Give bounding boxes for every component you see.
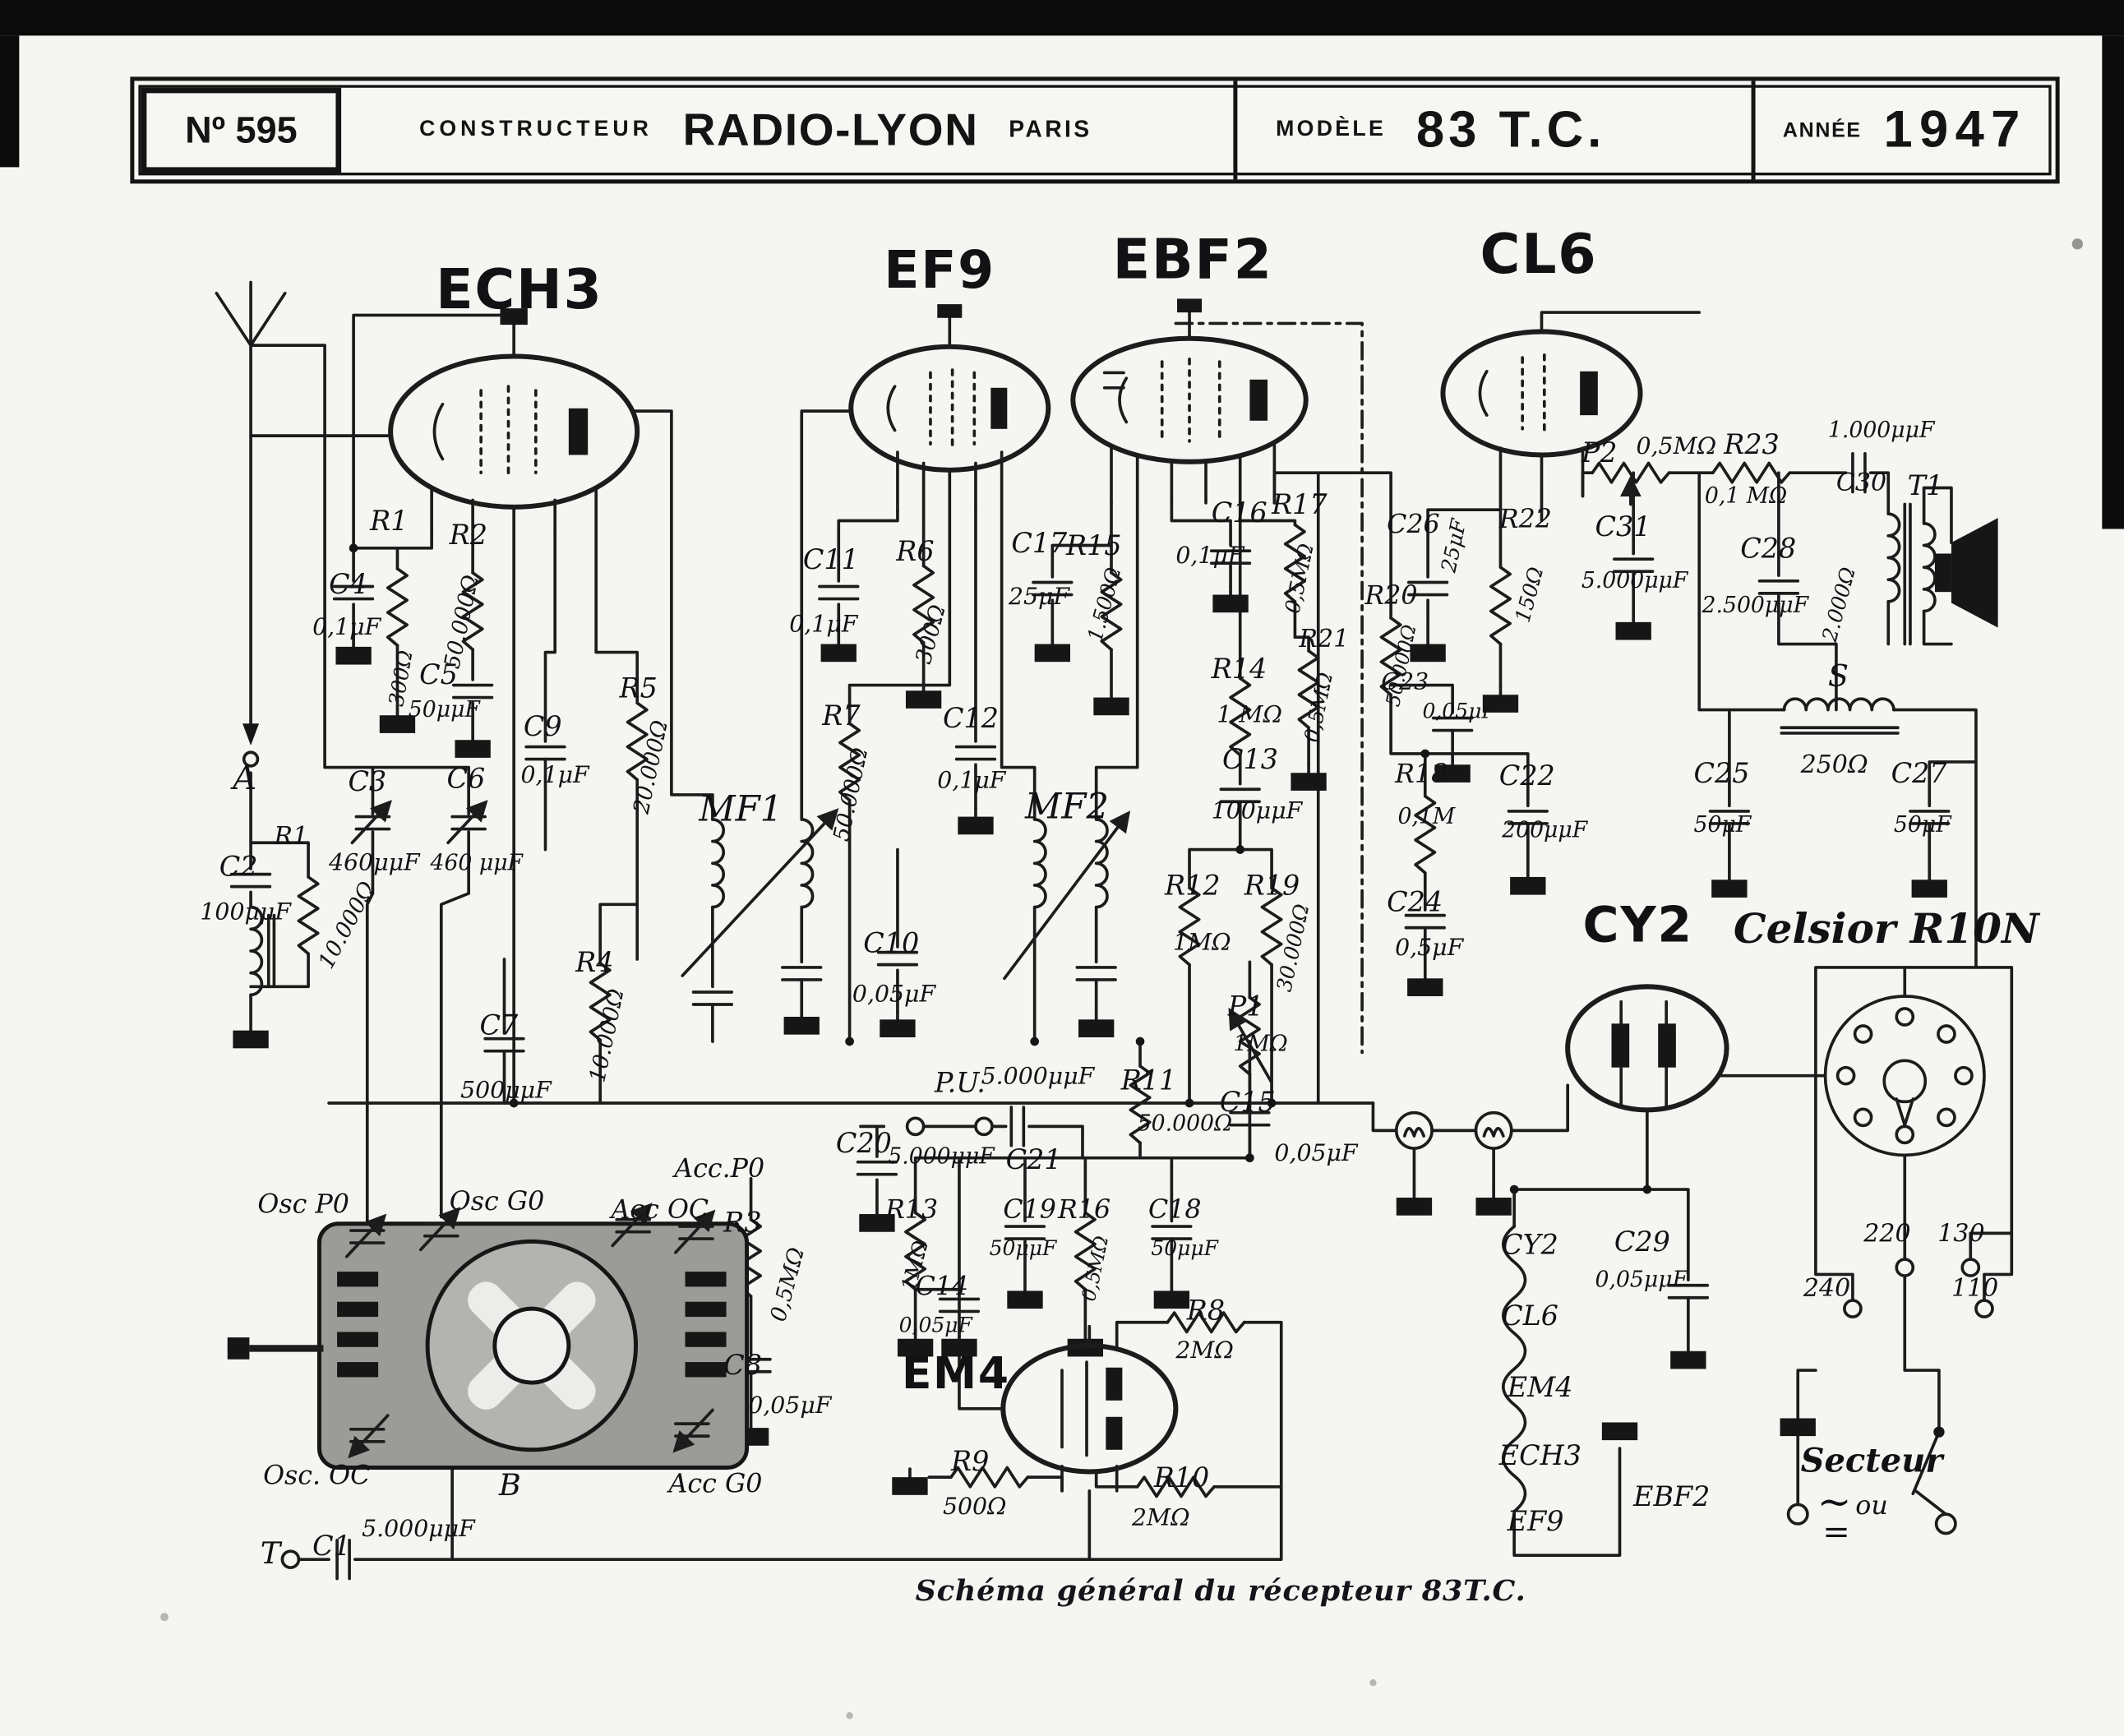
sheet-number-box: Nº 595 (141, 87, 342, 173)
antenna-input-circuit (215, 280, 485, 1226)
tube-cy2-symbol (1565, 984, 1729, 1113)
rectifier-section (1371, 966, 1907, 1557)
year-section: ANNÉE 1947 (1751, 81, 2056, 180)
junction-dots (160, 238, 2083, 1720)
tuning-gang (227, 1206, 750, 1470)
ebf2-stage (1032, 298, 1392, 1160)
schematic-caption: Schéma général du récepteur 83T.C. (915, 1572, 1526, 1608)
scan-edge-left (0, 35, 20, 168)
scan-edge-right (2102, 35, 2124, 529)
cl6-output-stage (1379, 311, 1998, 998)
tube-em4-symbol (1000, 1324, 1179, 1493)
speaker-icon (1951, 518, 1998, 628)
mains-selector (1823, 995, 1986, 1157)
audio-detector-section (280, 1040, 1375, 1581)
year-value: 1947 (1883, 100, 2027, 159)
scan-edge-top (0, 0, 2124, 36)
model-label: MODÈLE (1276, 118, 1387, 141)
tube-ech3-symbol (388, 308, 640, 537)
maker-section: CONSTRUCTEUR RADIO-LYON PARIS (348, 81, 1233, 179)
tube-ef9-symbol (848, 304, 1051, 513)
constructeur-label: CONSTRUCTEUR (419, 118, 653, 141)
title-block: Nº 595 CONSTRUCTEUR RADIO-LYON PARIS MOD… (130, 76, 2060, 184)
brand-name: RADIO-LYON (682, 104, 979, 155)
ech3-stage (332, 308, 853, 1105)
tube-ebf2-symbol (1070, 298, 1309, 505)
sheet-number: Nº 595 (185, 108, 298, 150)
brand-city: PARIS (1009, 116, 1092, 143)
power-section (1780, 966, 2014, 1535)
model-section: MODÈLE 83 T.C. (1233, 81, 1751, 180)
year-label: ANNÉE (1782, 118, 1862, 142)
tube-cl6-symbol (1440, 329, 1643, 498)
ef9-stage (818, 304, 1139, 1043)
model-value: 83 T.C. (1415, 101, 1606, 158)
